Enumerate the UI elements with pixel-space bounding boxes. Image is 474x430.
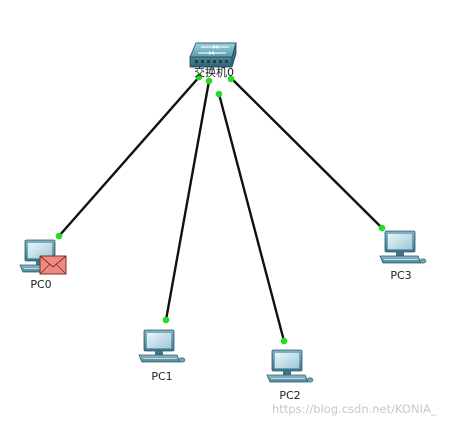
link-status-dot — [195, 73, 203, 81]
pc-icon — [379, 230, 427, 264]
link-status-dot — [215, 90, 223, 98]
pc-icon — [266, 349, 314, 383]
link-status-dot — [205, 77, 213, 85]
host-pc0[interactable]: PC0 — [19, 239, 67, 291]
link-pc3[interactable] — [230, 77, 384, 230]
pc-icon — [138, 329, 186, 363]
switch-icon — [189, 42, 237, 68]
host-pc2[interactable]: PC2 — [266, 349, 314, 402]
switch-device[interactable]: 交换机0 — [189, 42, 237, 79]
link-status-dot — [55, 232, 63, 240]
host-label: PC2 — [279, 389, 300, 402]
switch-label: 交换机0 — [194, 65, 234, 79]
link-status-dots — [55, 73, 386, 345]
link-pc1[interactable] — [164, 79, 211, 322]
link-pc2[interactable] — [217, 92, 286, 343]
host-label: PC3 — [390, 269, 411, 282]
host-pc1[interactable]: PC1 — [138, 329, 186, 383]
host-label: PC0 — [30, 278, 51, 291]
links — [57, 74, 384, 343]
watermark: https://blog.csdn.net/KONIA_ — [272, 402, 437, 416]
host-pc3[interactable]: PC3 — [379, 230, 427, 282]
envelope-icon[interactable] — [39, 255, 67, 275]
link-status-dot — [280, 337, 288, 345]
link-pc0[interactable] — [57, 74, 202, 238]
link-status-dot — [227, 75, 235, 83]
link-status-dot — [378, 224, 386, 232]
link-status-dot — [162, 316, 170, 324]
host-label: PC1 — [151, 370, 172, 383]
